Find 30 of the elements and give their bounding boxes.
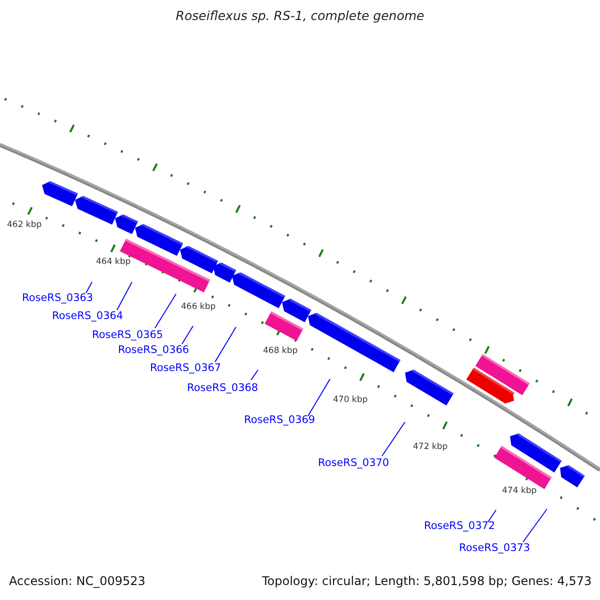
leader-line bbox=[154, 294, 176, 328]
leader-line bbox=[250, 370, 258, 380]
gene-label: RoseRS_0367 bbox=[150, 362, 222, 374]
scale-label: 472 kbp bbox=[413, 443, 448, 453]
leader-line bbox=[116, 282, 132, 310]
scale-label: 462 kbp bbox=[7, 221, 42, 231]
gene-label: RoseRS_0364 bbox=[52, 310, 124, 322]
gene-label: RoseRS_0372 bbox=[424, 520, 496, 532]
scale-label: 470 kbp bbox=[333, 396, 368, 406]
scale-label: 464 kbp bbox=[96, 258, 131, 268]
gene-label: RoseRS_0366 bbox=[118, 344, 190, 356]
leader-line bbox=[86, 282, 92, 294]
gene-label: RoseRS_0363 bbox=[22, 292, 94, 304]
footer-text: Accession: NC_009523 bbox=[9, 575, 146, 589]
title: Roseiflexus sp. RS-1, complete genome bbox=[174, 9, 426, 24]
leader-line bbox=[182, 326, 194, 344]
leader-line bbox=[488, 510, 496, 522]
leader-line bbox=[214, 326, 236, 362]
scale-label: 474 kbp bbox=[502, 487, 537, 497]
footer-text: Topology: circular; Length: 5,801,598 bp; Genes: 4,573 bbox=[262, 575, 592, 589]
gene-label: RoseRS_0365 bbox=[92, 329, 164, 342]
leader-line bbox=[382, 422, 406, 456]
gene-label: RoseRS_0370 bbox=[318, 457, 390, 470]
gene-label: RoseRS_0373 bbox=[459, 542, 530, 554]
gene-label: RoseRS_0368 bbox=[187, 382, 258, 394]
leader-line bbox=[522, 508, 548, 542]
leader-line bbox=[308, 378, 330, 416]
scale-label: 468 kbp bbox=[263, 347, 298, 357]
gene-label: RoseRS_0369 bbox=[244, 414, 316, 426]
scale-label: 466 kbp bbox=[181, 303, 216, 313]
